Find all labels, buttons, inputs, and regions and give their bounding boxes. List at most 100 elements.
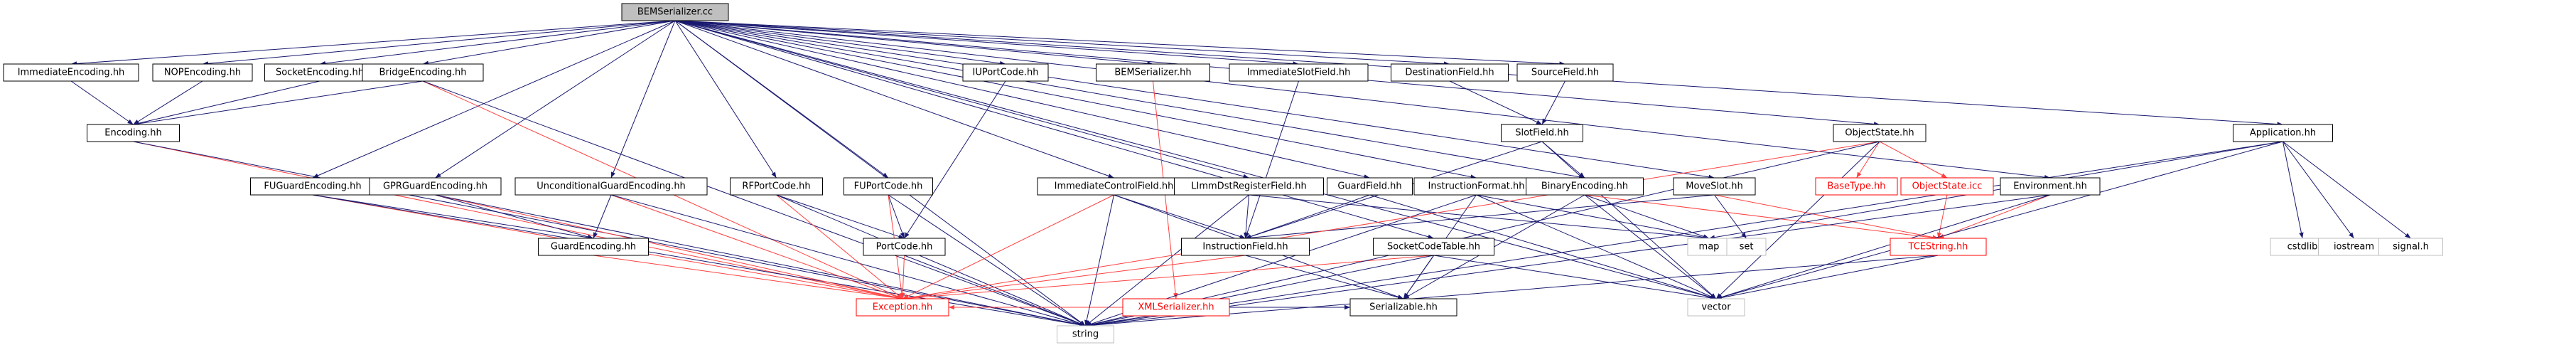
edge-TCEString-to-vector: [1715, 255, 1939, 300]
edge-line: [674, 20, 1717, 300]
node-BridgeEncoding[interactable]: BridgeEncoding.hh: [362, 63, 484, 82]
node-BEMSerializer[interactable]: BEMSerializer.hh: [1096, 63, 1210, 82]
node-label: GuardEncoding.hh: [551, 242, 636, 253]
node-label: Environment.hh: [2013, 181, 2087, 192]
node-box: [1687, 298, 1745, 317]
node-BaseType[interactable]: BaseType.hh: [1815, 177, 1898, 196]
node-box: [264, 63, 375, 82]
edge-line: [1584, 194, 1717, 299]
node-MoveSlot[interactable]: MoveSlot.hh: [1673, 177, 1756, 196]
node-SlotField[interactable]: SlotField.hh: [1501, 124, 1583, 142]
node-GPRGuardEncoding[interactable]: GPRGuardEncoding.hh: [369, 177, 502, 196]
node-Application[interactable]: Application.hh: [2233, 124, 2333, 142]
edge-ImmediateControlField-to-InstructionField: [1114, 194, 1246, 239]
node-ImmediateControlField[interactable]: ImmediateControlField.hh: [1037, 177, 1191, 196]
edge-SlotField-to-vector: [1541, 141, 1717, 299]
node-Exception[interactable]: Exception.hh: [856, 298, 949, 317]
node-TCEString[interactable]: TCEString.hh: [1890, 238, 1987, 256]
node-label: cstdlib: [2287, 242, 2318, 253]
node-InstructionField[interactable]: InstructionField.hh: [1181, 238, 1310, 256]
node-SourceField[interactable]: SourceField.hh: [1516, 63, 1614, 82]
node-FUPortCode[interactable]: FUPortCode.hh: [844, 177, 933, 196]
node-ImmediateEncoding[interactable]: ImmediateEncoding.hh: [3, 63, 139, 82]
node-Encoding[interactable]: Encoding.hh: [87, 124, 180, 142]
edge-line: [1708, 141, 2283, 240]
edge-IUPortCode-to-PortCode: [904, 80, 1006, 239]
node-GuardField[interactable]: GuardField.hh: [1327, 177, 1413, 196]
edge-line: [1936, 194, 1948, 239]
edge-line: [674, 20, 1450, 66]
node-BinaryEncoding[interactable]: BinaryEncoding.hh: [1526, 177, 1644, 196]
edge-root-to-SocketCodeTable: [674, 20, 1434, 239]
edge-ImmediateEncoding-to-Encoding: [70, 80, 134, 125]
node-Environment[interactable]: Environment.hh: [2000, 177, 2101, 196]
node-box: [362, 63, 484, 82]
node-box: [856, 298, 949, 317]
edge-PortCode-to-string: [904, 255, 1086, 327]
edge-InstructionFormat-to-map: [1476, 194, 1710, 240]
node-IUPortCode[interactable]: IUPortCode.hh: [962, 63, 1049, 82]
node-root[interactable]: BEMSerializer.cc: [621, 3, 729, 21]
node-box: [514, 177, 708, 196]
node-label: InstructionFormat.hh: [1428, 181, 1525, 192]
node-box: [1673, 177, 1756, 196]
node-PortCode[interactable]: PortCode.hh: [863, 238, 946, 256]
node-box: [1726, 238, 1767, 256]
edge-line: [1715, 141, 1880, 299]
edge-line: [1476, 194, 1717, 299]
node-XMLSerializer[interactable]: XMLSerializer.hh: [1122, 298, 1230, 317]
node-box: [1096, 63, 1210, 82]
edge-line: [888, 194, 1086, 327]
node-UnconditionalGuardEncoding[interactable]: UnconditionalGuardEncoding.hh: [514, 177, 708, 196]
edge-BridgeEncoding-to-Encoding: [133, 80, 424, 126]
node-label: string: [1072, 329, 1099, 340]
node-LImmDstRegisterField[interactable]: LImmDstRegisterField.hh: [1174, 177, 1324, 196]
edge-line: [70, 20, 676, 66]
node-SocketEncoding[interactable]: SocketEncoding.hh: [264, 63, 375, 82]
node-ImmediateSlotField[interactable]: ImmediateSlotField.hh: [1229, 63, 1369, 82]
node-ObjectStateIcc[interactable]: ObjectState.icc: [1900, 177, 1994, 196]
edge-line: [422, 20, 676, 65]
node-label: Encoding.hh: [104, 128, 162, 139]
node-NOPEncoding[interactable]: NOPEncoding.hh: [152, 63, 253, 82]
edge-root-to-GPRGuardEncoding: [435, 20, 676, 179]
edge-GPRGuardEncoding-to-Exception: [435, 194, 903, 300]
edge-line: [1085, 315, 1177, 328]
edge-line: [674, 20, 1249, 179]
node-InstructionFormat[interactable]: InstructionFormat.hh: [1413, 177, 1539, 196]
edge-Environment-to-TCEString: [1938, 194, 2051, 239]
node-ObjectState[interactable]: ObjectState.hh: [1833, 124, 1926, 142]
edge-line: [900, 255, 905, 299]
edge-root-to-DestinationField: [674, 20, 1450, 66]
edge-RFPortCode-to-Exception: [776, 194, 903, 299]
node-Serializable[interactable]: Serializable.hh: [1349, 298, 1457, 317]
node-label: FUPortCode.hh: [854, 181, 923, 192]
node-box: [1327, 177, 1413, 196]
node-label: GPRGuardEncoding.hh: [383, 181, 487, 192]
node-label: Exception.hh: [873, 302, 933, 313]
node-label: set: [1740, 242, 1754, 253]
edge-line: [312, 194, 1086, 327]
edge-root-to-BEMSerializer: [674, 20, 1153, 66]
node-label: signal.h: [2393, 242, 2429, 253]
edge-MoveSlot-to-set: [1714, 194, 1747, 239]
edge-line: [1938, 194, 2051, 239]
edge-root-to-NOPEncoding: [202, 20, 676, 66]
edge-root-to-SocketEncoding: [319, 20, 676, 66]
edge-line: [1245, 194, 1370, 239]
edge-line: [674, 20, 1006, 66]
edge-Application-to-map: [1708, 141, 2283, 240]
node-DestinationField[interactable]: DestinationField.hh: [1391, 63, 1509, 82]
edge-line: [1476, 194, 1710, 240]
node-GuardEncoding[interactable]: GuardEncoding.hh: [538, 238, 649, 256]
node-label: BEMSerializer.hh: [1114, 68, 1191, 78]
node-RFPortCode[interactable]: RFPortCode.hh: [730, 177, 823, 196]
edge-line: [904, 255, 1086, 327]
node-label: iostream: [2334, 242, 2374, 253]
node-FUGuardEncoding[interactable]: FUGuardEncoding.hh: [250, 177, 375, 196]
node-set: set: [1726, 238, 1767, 256]
node-SocketCodeTable[interactable]: SocketCodeTable.hh: [1373, 238, 1494, 256]
edge-BinaryEncoding-to-vector: [1584, 194, 1717, 299]
node-box: [1516, 63, 1614, 82]
